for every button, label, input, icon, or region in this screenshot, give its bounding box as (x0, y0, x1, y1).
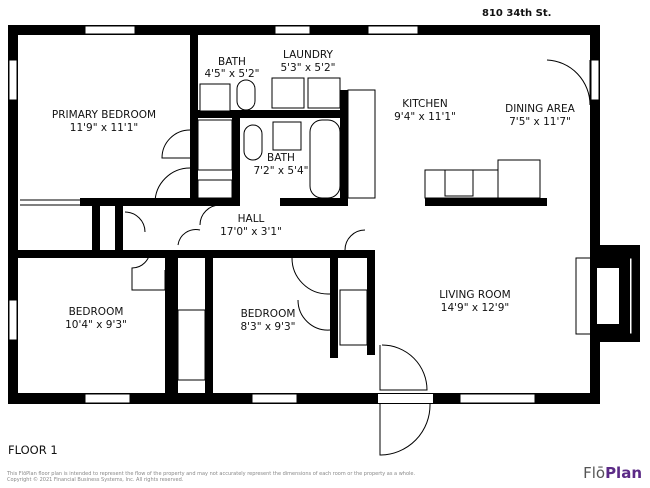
room-size-kitchen: 9'4" x 11'1" (394, 111, 456, 123)
room-name-living-room: LIVING ROOM (439, 289, 510, 301)
room-name-bedroom-2: BEDROOM (241, 308, 296, 320)
address: 810 34th St. (482, 8, 552, 19)
room-name-kitchen: KITCHEN (402, 98, 448, 110)
room-size-laundry: 5'3" x 5'2" (280, 62, 335, 74)
room-name-dining-area: DINING AREA (505, 103, 576, 115)
room-name-bath-small: BATH (218, 56, 246, 68)
doors (20, 59, 591, 456)
room-size-bedroom-1: 10'4" x 9'3" (65, 319, 127, 331)
room-size-bath-small: 4'5" x 5'2" (204, 68, 259, 80)
room-name-laundry: LAUNDRY (283, 49, 334, 61)
room-size-bedroom-2: 8'3" x 9'3" (240, 321, 295, 333)
logo-part-1: Flō (583, 464, 606, 482)
room-name-hall: HALL (238, 213, 265, 225)
windows (8, 25, 600, 404)
floor-label: FLOOR 1 (8, 443, 58, 457)
fixtures (177, 77, 541, 381)
room-name-primary-bedroom: PRIMARY BEDROOM (52, 109, 156, 121)
room-name-bath: BATH (267, 152, 295, 164)
disclaimer: This FlōPlan floor plan is intended to r… (7, 471, 415, 483)
room-size-dining-area: 7'5" x 11'7" (509, 116, 571, 128)
room-size-bath: 7'2" x 5'4" (253, 165, 308, 177)
floplan-logo: FlōPlan (583, 464, 642, 482)
copyright: Copyright © 2021 Financial Business Syst… (7, 477, 184, 483)
logo-part-2: Plan (605, 464, 642, 482)
room-size-primary-bedroom: 11'9" x 11'1" (70, 122, 138, 134)
disclaimer-line-1: This FlōPlan floor plan is intended to r… (7, 471, 416, 477)
room-size-living-room: 14'9" x 12'9" (441, 302, 509, 314)
room-name-bedroom-1: BEDROOM (69, 306, 124, 318)
fireplace (575, 257, 633, 335)
room-size-hall: 17'0" x 3'1" (220, 226, 282, 238)
